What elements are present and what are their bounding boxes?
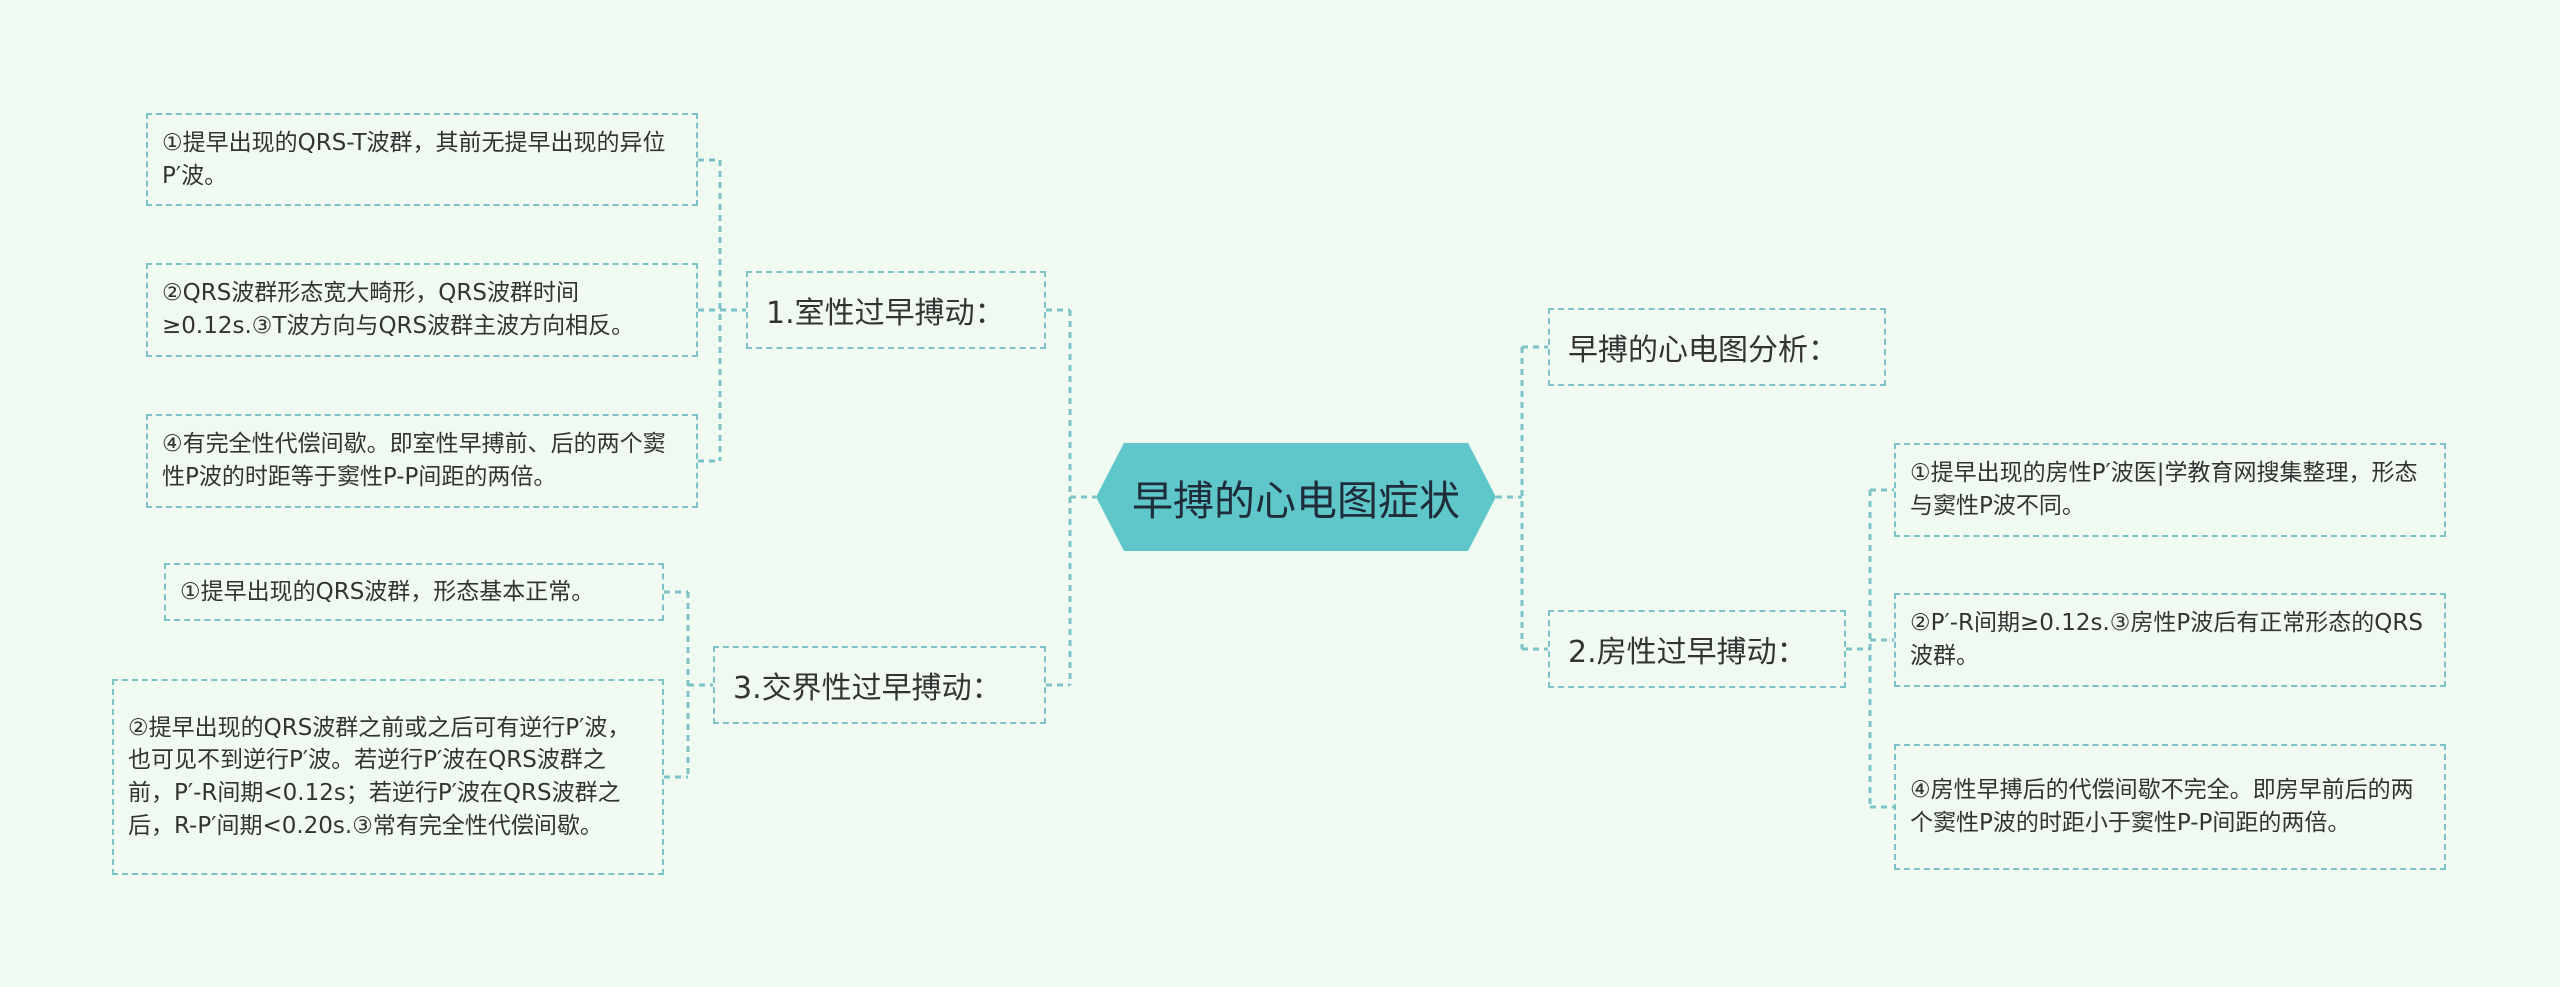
- branch-ecg-analysis[interactable]: 早搏的心电图分析：: [1548, 308, 1886, 386]
- leaf-junctional-2[interactable]: ②提早出现的QRS波群之前或之后可有逆行P′波，也可见不到逆行P′波。若逆行P′…: [112, 679, 664, 875]
- branch-atrial-premature[interactable]: 2.房性过早搏动：: [1548, 610, 1846, 688]
- leaf-ventricular-1[interactable]: ①提早出现的QRS-T波群，其前无提早出现的异位P′波。: [146, 113, 698, 206]
- leaf-atrial-2[interactable]: ②P′-R间期≥0.12s.③房性P波后有正常形态的QRS波群。: [1894, 593, 2446, 687]
- branch-ventricular-premature[interactable]: 1.室性过早搏动：: [746, 271, 1046, 349]
- leaf-ventricular-2[interactable]: ②QRS波群形态宽大畸形，QRS波群时间≥0.12s.③T波方向与QRS波群主波…: [146, 263, 698, 357]
- leaf-atrial-1[interactable]: ①提早出现的房性P′波医|学教育网搜集整理，形态与窦性P波不同。: [1894, 443, 2446, 537]
- branch-junctional-premature[interactable]: 3.交界性过早搏动：: [713, 646, 1046, 724]
- leaf-atrial-3[interactable]: ④房性早搏后的代偿间歇不完全。即房早前后的两个窦性P波的时距小于窦性P-P间距的…: [1894, 744, 2446, 870]
- leaf-junctional-1[interactable]: ①提早出现的QRS波群，形态基本正常。: [164, 563, 664, 621]
- leaf-ventricular-3[interactable]: ④有完全性代偿间歇。即室性早搏前、后的两个窦性P波的时距等于窦性P-P间距的两倍…: [146, 414, 698, 508]
- root-topic[interactable]: 早搏的心电图症状: [1096, 443, 1496, 551]
